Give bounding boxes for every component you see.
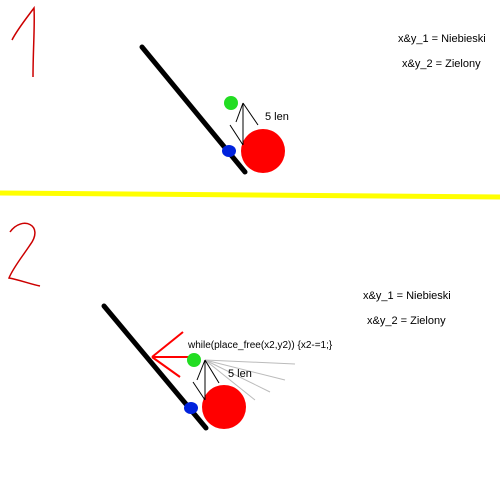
handwritten-number-2 [7,222,41,287]
green-point [224,96,238,110]
divider-line [0,190,500,200]
handwritten-number-1 [11,5,36,78]
red-ball [202,385,246,429]
panel-2: while(place_free(x2,y2)) {x2-=1;} 5 len … [7,222,451,431]
panel-1: 5 len x&y_1 = Niebieski x&y_2 = Zielony [11,5,486,175]
red-ball [241,129,285,173]
blue-point [184,402,198,414]
green-point [187,353,201,367]
legend-green: x&y_2 = Zielony [402,58,481,70]
length-label: 5 len [228,368,252,380]
blue-point [222,145,236,157]
length-arrow [192,359,220,401]
length-label: 5 len [265,111,289,123]
probe-lines [204,359,296,401]
legend-green: x&y_2 = Zielony [367,315,446,327]
legend-blue: x&y_1 = Niebieski [363,290,451,302]
legend-blue: x&y_1 = Niebieski [398,33,486,45]
length-arrow [229,102,259,146]
code-label: while(place_free(x2,y2)) {x2-=1;} [187,340,333,351]
